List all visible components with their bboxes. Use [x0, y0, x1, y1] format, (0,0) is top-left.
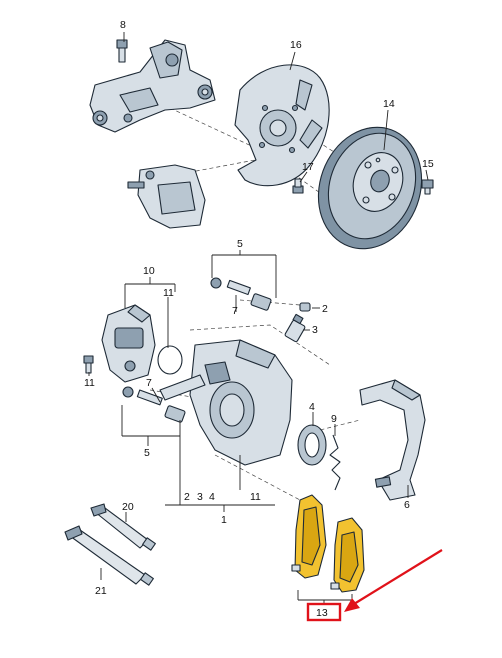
spring-clip-part-9 — [329, 434, 341, 491]
piston-seal-part-4 — [297, 424, 327, 466]
callout-16: 16 — [290, 39, 302, 51]
callout-7-lower: 7 — [146, 377, 152, 389]
bleeder-cap-part-3 — [284, 313, 306, 343]
callout-7-top: 7 — [232, 305, 238, 317]
bolt-part-8 — [116, 39, 128, 63]
wheel-bearing-housing — [89, 39, 216, 133]
callout-21: 21 — [95, 585, 107, 597]
callout-11-group: 11 — [250, 491, 261, 503]
callout-2: 2 — [322, 303, 328, 315]
bleeder-valve-part-2 — [299, 302, 311, 312]
callout-15: 15 — [422, 158, 434, 170]
callout-3-group: 3 — [197, 491, 203, 503]
grease-tube-part-21 — [64, 525, 154, 586]
callout-14: 14 — [383, 98, 395, 110]
callout-4: 4 — [309, 401, 315, 413]
bolt-part-17 — [292, 178, 304, 194]
brake-disc-part-14 — [317, 126, 423, 250]
highlight-arrow-line — [353, 549, 443, 605]
guide-pins-part-7 — [122, 277, 272, 423]
callout-3: 3 — [312, 324, 318, 336]
brake-carrier-part-6 — [359, 379, 426, 501]
callout-4-group: 4 — [209, 491, 215, 503]
callout-11-top: 11 — [163, 287, 174, 299]
splash-shield-part-16 — [234, 64, 330, 187]
caliper-housing-part-1 — [159, 339, 293, 466]
grease-tube-part-20 — [90, 503, 156, 551]
callout-1: 1 — [221, 514, 227, 526]
highlight-part-13 — [306, 549, 443, 622]
callout-9: 9 — [331, 413, 337, 425]
callout-6: 6 — [404, 499, 410, 511]
highlight-arrow-head — [344, 598, 360, 612]
callout-20: 20 — [122, 501, 134, 513]
callout-11-left: 11 — [84, 377, 95, 389]
callout-17: 17 — [302, 161, 314, 173]
callout-13: 13 — [316, 607, 328, 619]
callout-8: 8 — [120, 19, 126, 31]
highlight-box — [306, 602, 342, 622]
callout-10: 10 — [143, 265, 155, 277]
small-caliper-preview — [127, 164, 206, 229]
leader-lines — [88, 32, 429, 605]
callout-2-group: 2 — [184, 491, 190, 503]
screw-part-15 — [421, 179, 434, 195]
parking-brake-motor-part-10 — [101, 304, 156, 383]
bolt-part-11-left — [83, 355, 94, 374]
callout-5-lower: 5 — [144, 447, 150, 459]
callout-5-top: 5 — [237, 238, 243, 250]
o-ring-part-11 — [157, 345, 183, 375]
brake-pads-part-13 — [291, 494, 365, 593]
callout-labels: 8 16 14 15 17 5 10 11 7 2 3 11 7 4 9 5 2… — [84, 19, 434, 619]
